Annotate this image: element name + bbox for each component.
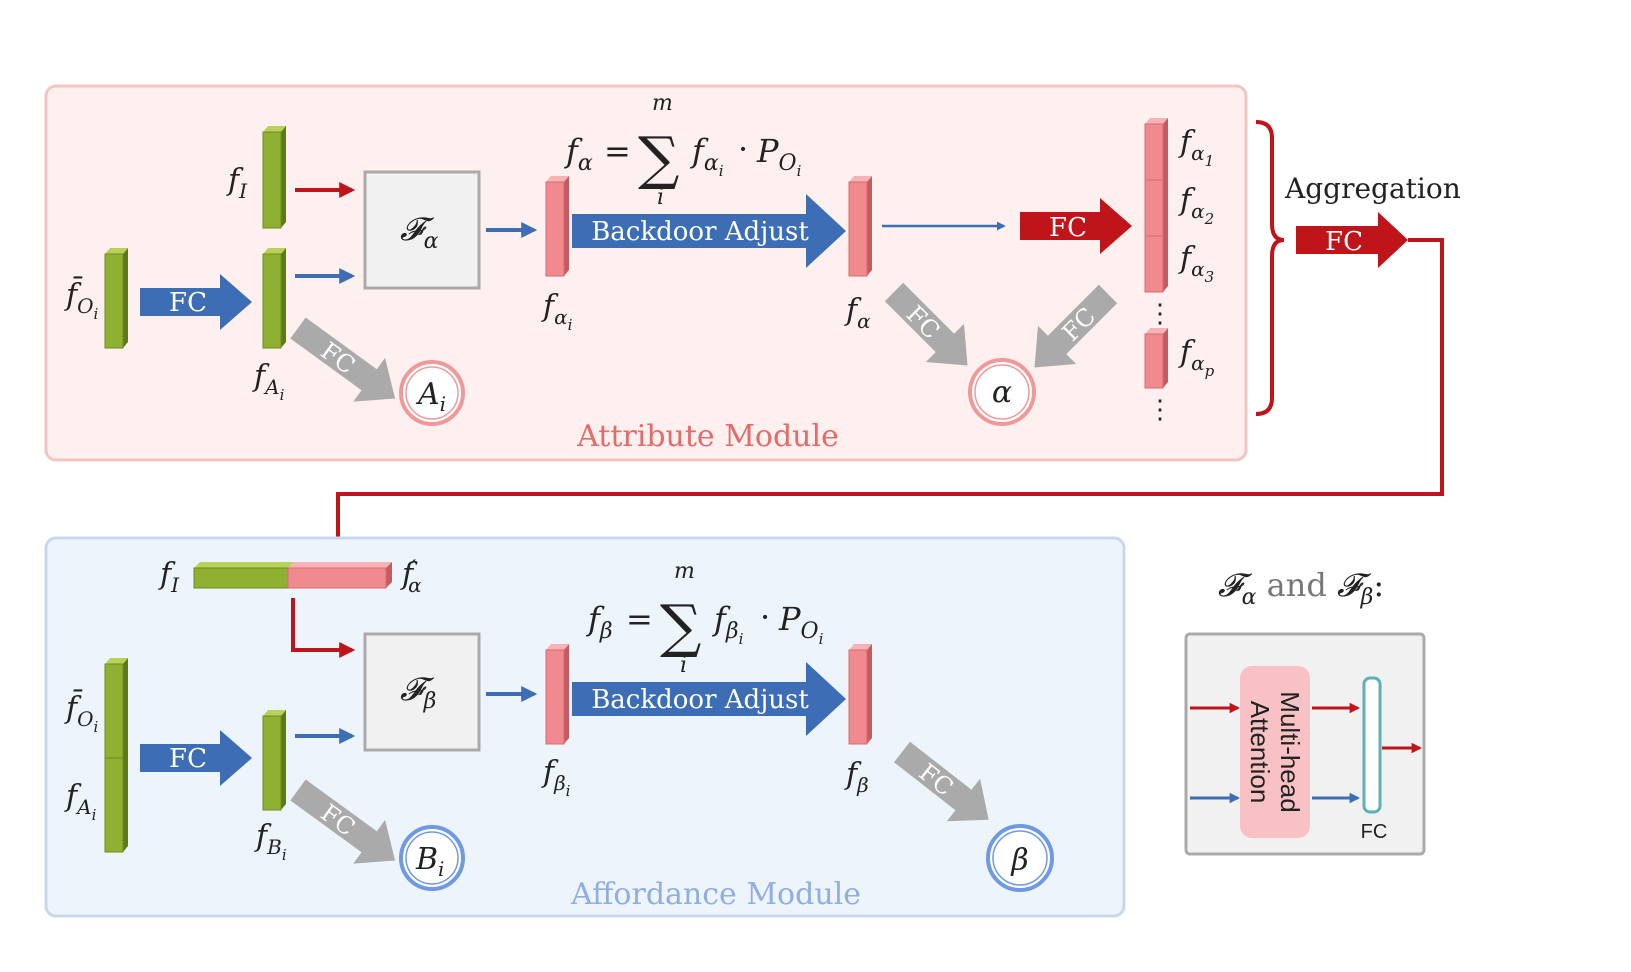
- svg-text:∑: ∑: [660, 592, 701, 660]
- affordance-module-title: Affordance Module: [570, 877, 861, 912]
- aff-fO-fA-bar: [104, 658, 128, 853]
- attr-fO-bar: [104, 248, 128, 349]
- affordance-module-box: [44, 536, 1126, 918]
- svg-text:FC: FC: [1325, 227, 1363, 257]
- attr-formula: fα = m ∑ i fαi · POi: [564, 91, 802, 210]
- legend-attention-label: Multi-headAttention: [1245, 691, 1305, 812]
- svg-text:m: m: [652, 91, 673, 116]
- attr-stack-bar-p: [1144, 328, 1168, 389]
- legend-attention-block: [1240, 666, 1310, 838]
- svg-text:Backdoor Adjust: Backdoor Adjust: [591, 685, 809, 715]
- svg-text:=: =: [626, 600, 653, 638]
- attr-fI-bar: [262, 126, 286, 229]
- attr-fA-label: fAi: [252, 359, 285, 404]
- attribute-module: fI f̄Oi FC fAi 𝓕α FC: [44, 84, 1248, 462]
- aff-backdoor-arrow: Backdoor Adjust: [572, 662, 846, 736]
- aggregation-connector: [330, 238, 1444, 562]
- svg-text:POi: POi: [756, 132, 802, 180]
- attr-stack-dots-1: ⋮: [1147, 299, 1173, 329]
- svg-text:Ai: Ai: [415, 377, 446, 416]
- svg-text:FC: FC: [169, 288, 207, 318]
- legend-fc-label: FC: [1361, 821, 1388, 843]
- svg-text:i: i: [657, 185, 664, 210]
- legend: 𝓕α and 𝓕β: Multi-headAttention FC: [1184, 566, 1426, 856]
- svg-text:FC: FC: [169, 744, 207, 774]
- attr-backdoor-arrow: Backdoor Adjust: [572, 194, 846, 268]
- aff-f-alpha-prime-label: f′α: [400, 557, 422, 597]
- svg-text:POi: POi: [778, 600, 824, 648]
- attr-stack-bar: [1144, 118, 1168, 293]
- svg-text:Backdoor Adjust: Backdoor Adjust: [591, 217, 809, 247]
- aff-concat-bar: [193, 562, 392, 589]
- attr-circle-Ai: Ai: [399, 360, 465, 426]
- legend-fc-bar: [1362, 676, 1382, 814]
- aggregation-label: Aggregation: [1284, 172, 1461, 205]
- aff-func-box: [363, 632, 481, 752]
- aggregation-fc-arrow: FC: [1296, 212, 1408, 268]
- aff-concat-arrow: [291, 598, 356, 658]
- aff-f-beta-bar: [848, 644, 872, 745]
- attr-fc-red-arrow: FC: [1020, 198, 1132, 254]
- svg-text:FC: FC: [1049, 213, 1087, 243]
- svg-text:∑: ∑: [638, 124, 679, 192]
- aggregation-brace: [1255, 120, 1285, 416]
- svg-text:·: ·: [760, 598, 770, 636]
- attr-stack-dots-2: ⋮: [1147, 395, 1173, 425]
- svg-text:Bi: Bi: [415, 842, 444, 881]
- attr-fA-bar: [262, 248, 286, 349]
- attr-f-alpha-i-bar: [545, 176, 569, 277]
- aff-fc-blue-arrow: FC: [140, 730, 252, 786]
- svg-text:β: β: [1010, 843, 1028, 878]
- svg-text:i: i: [680, 653, 687, 678]
- aff-f-beta-i-bar: [545, 644, 569, 745]
- affordance-module: fI f′α f̄Oi fAi FC fBi 𝓕β: [44, 536, 1126, 918]
- attr-func-box: [363, 170, 481, 290]
- attr-circle-alpha: α: [968, 358, 1036, 426]
- svg-text:=: =: [604, 132, 631, 170]
- attr-fc-blue-arrow: FC: [140, 274, 252, 330]
- legend-title: 𝓕α and 𝓕β:: [1218, 566, 1384, 610]
- svg-text:α: α: [992, 375, 1012, 410]
- aff-fB-bar: [262, 710, 286, 811]
- aff-f-beta-label: fβ: [844, 757, 869, 797]
- attribute-module-title: Attribute Module: [576, 419, 839, 454]
- svg-text:·: ·: [738, 130, 748, 168]
- aff-formula: fβ = m ∑ i fβi · POi: [586, 559, 824, 678]
- svg-text:m: m: [674, 559, 695, 584]
- attr-f-alpha-bar: [848, 176, 872, 277]
- aggregation: Aggregation FC: [330, 120, 1461, 562]
- aff-circle-beta: β: [986, 824, 1054, 892]
- aff-circle-Bi: Bi: [399, 825, 465, 891]
